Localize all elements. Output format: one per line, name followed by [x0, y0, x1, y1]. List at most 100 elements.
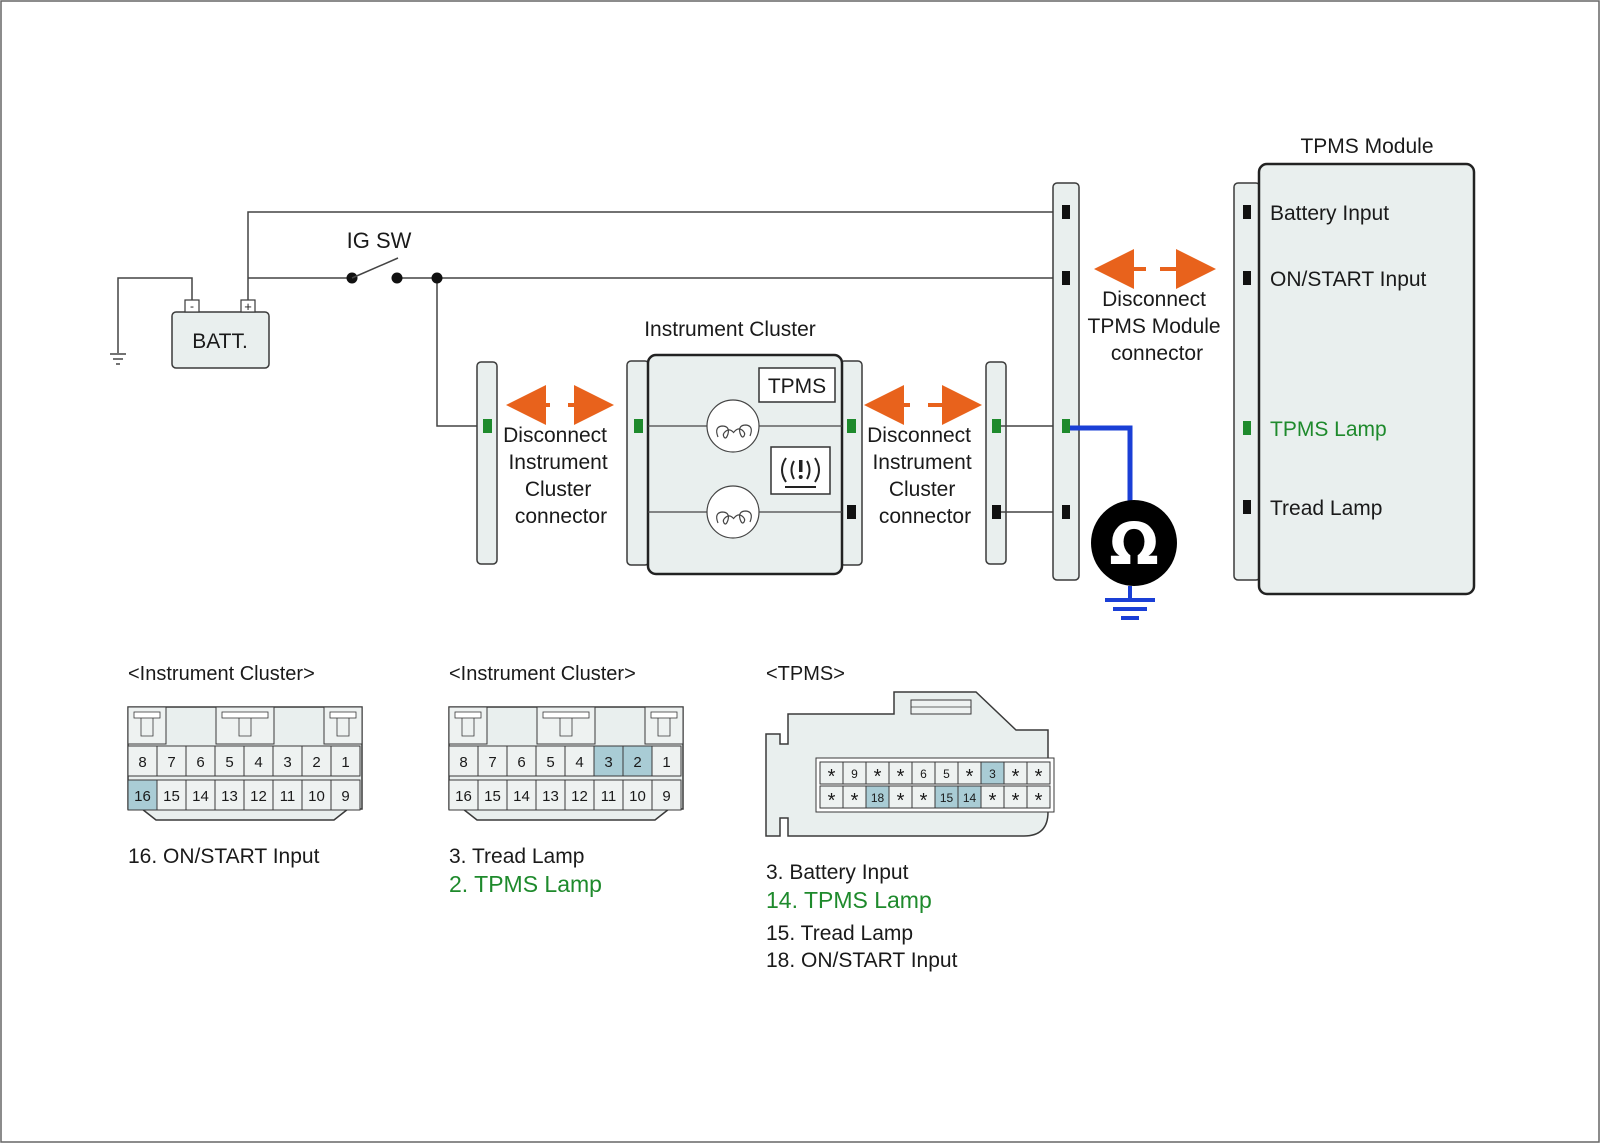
disconnect-ic-right-text: Disconnect Instrument Cluster connector — [867, 424, 977, 528]
connector-pin-cell — [448, 779, 479, 811]
tpms-lamp-bulb-icon — [706, 399, 760, 453]
battery-label: BATT. — [192, 330, 248, 353]
disconnect-ic-left-text: Disconnect Instrument Cluster connector — [503, 424, 613, 528]
battery-minus-label: - — [190, 299, 194, 313]
connector-pin-number: 16 — [455, 788, 472, 805]
ic-harness-connector-left[interactable] — [476, 361, 498, 565]
connector-pin-cell — [214, 745, 245, 777]
connector-legend-item: 2. TPMS Lamp — [449, 871, 602, 897]
connector-pin-number: 8 — [459, 754, 467, 771]
connector-pin-number: 11 — [280, 788, 296, 805]
connector-title: <Instrument Cluster> — [449, 663, 636, 685]
tpms-module-pin — [1243, 421, 1251, 435]
battery-wires — [247, 211, 1066, 427]
connector-pin-number: 10 — [629, 788, 646, 805]
connector-pin-cell — [506, 745, 537, 777]
connector-pin-cell — [535, 745, 566, 777]
tpms-box-label: TPMS — [768, 375, 826, 398]
disconnect-tpms-text: Disconnect TPMS Module connector — [1088, 288, 1227, 365]
connector-pin-number: 3 — [604, 754, 612, 771]
connector-pin-number: 4 — [575, 754, 583, 771]
battery: - + BATT. — [171, 299, 270, 369]
connector-pin-number: * — [966, 766, 974, 788]
connector-legend-item: 15. Tread Lamp — [766, 922, 913, 945]
connector-pin-cell — [593, 779, 624, 811]
tread-lamp-bulb-icon — [706, 485, 760, 539]
connector-pin-number: * — [851, 790, 859, 812]
connector-pin-cell — [272, 779, 303, 811]
connector-pin-number: * — [1035, 790, 1043, 812]
tpms-module-pin-label: Tread Lamp — [1270, 497, 1382, 520]
connector-pin-number: 11 — [601, 788, 617, 805]
connector-pin-number: 3 — [283, 754, 291, 771]
connector-pin-cell — [243, 745, 274, 777]
connector-pin-cell — [214, 779, 245, 811]
connector-pin-number: * — [920, 790, 928, 812]
connector-pin-number: 13 — [542, 788, 559, 805]
tpms-module-pin — [1243, 271, 1251, 285]
ohmmeter: Ω — [1070, 425, 1177, 620]
connector-legend-item: 18. ON/START Input — [766, 949, 958, 972]
connector-pin-cell — [156, 779, 187, 811]
connector-legend-item: 3. Battery Input — [766, 861, 909, 884]
connector-pin-number: * — [828, 790, 836, 812]
ic-harness-connector-right[interactable] — [985, 361, 1007, 565]
connector-pin-number: 8 — [138, 754, 146, 771]
connector-pin-cell — [330, 779, 361, 811]
connector-pin-cell — [1026, 761, 1051, 785]
instrument-cluster-title: Instrument Cluster — [644, 318, 816, 341]
tpms-module-title: TPMS Module — [1300, 135, 1433, 158]
connector-pin-number: 2 — [312, 754, 320, 771]
connector-pin-cell — [651, 745, 682, 777]
connector-pin-number: * — [1035, 766, 1043, 788]
tpms-module-pin-label: TPMS Lamp — [1270, 418, 1387, 441]
connector-pin-number: 14 — [513, 788, 530, 805]
connector-pin-number: 15 — [940, 791, 954, 805]
connector-pin-number: * — [1012, 766, 1020, 788]
ig-switch: IG SW — [346, 228, 443, 284]
connector-pin-number: 4 — [254, 754, 262, 771]
connector-pin-number: * — [828, 766, 836, 788]
connector-pin-number: 6 — [920, 767, 927, 781]
connector-pin-number: 7 — [167, 754, 175, 771]
connector-pin-cell — [477, 779, 508, 811]
connector-pin-number: * — [989, 790, 997, 812]
tpms-harness-connector[interactable] — [1052, 182, 1080, 581]
connector-pin-cell — [156, 745, 187, 777]
connector-pin-number: * — [874, 766, 882, 788]
ground-symbol-battery — [110, 277, 193, 365]
connector-pin-number: 15 — [163, 788, 180, 805]
connector-pin-number: 9 — [341, 788, 349, 805]
connector-pin-number: 10 — [308, 788, 325, 805]
connector-pin-cell — [651, 779, 682, 811]
connector-pin-number: 14 — [963, 791, 977, 805]
ig-switch-label: IG SW — [347, 228, 412, 253]
connector-pin-number: 14 — [192, 788, 209, 805]
connector-pin-number: 15 — [484, 788, 501, 805]
connector-pin-cell — [448, 745, 479, 777]
connector-title: <TPMS> — [766, 663, 845, 685]
connector-pin-number: 7 — [488, 754, 496, 771]
connector-pin-number: 13 — [221, 788, 238, 805]
connector-pin-number: 16 — [134, 788, 151, 805]
connector-pin-cell — [185, 779, 216, 811]
connector-pin-cell — [535, 779, 566, 811]
connector-pin-number: 6 — [196, 754, 204, 771]
tpms-module-pin — [1243, 500, 1251, 514]
battery-plus-label: + — [244, 299, 252, 314]
connector-pin-number: 5 — [225, 754, 233, 771]
tpms-module-pin — [1243, 205, 1251, 219]
connector-pin-cell — [272, 745, 303, 777]
tpms-module-pin-label: ON/START Input — [1270, 268, 1427, 291]
connector-pin-number: 12 — [250, 788, 267, 805]
connector-pin-number: 6 — [517, 754, 525, 771]
connector-pin-cell — [1026, 785, 1051, 809]
connector-pin-cell — [185, 745, 216, 777]
connector-pin-number: 3 — [989, 767, 996, 781]
